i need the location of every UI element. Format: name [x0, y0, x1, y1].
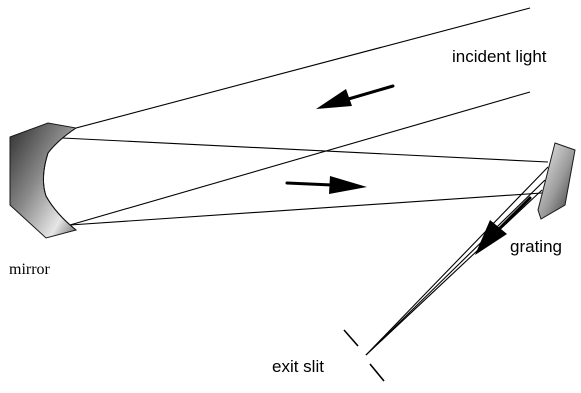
diffracted-ray-3: [365, 189, 543, 356]
mirror-label: mirror: [9, 261, 51, 278]
diffracted-direction-arrow: [475, 196, 532, 255]
grating-icon: [537, 142, 576, 220]
light-rays: [41, 7, 549, 356]
incident-light-label: incident light: [452, 47, 547, 66]
collimated-ray-lower: [69, 192, 543, 226]
mirror-reflective-surface: [42, 127, 77, 231]
incident-ray-lower: [69, 91, 531, 226]
exit-slit-jaw-lower: [369, 363, 385, 382]
diffracted-ray-1: [365, 166, 549, 356]
exit-slit-jaw-upper: [343, 329, 359, 347]
incident-ray-upper: [41, 7, 531, 138]
collimated-direction-arrow: [285, 176, 367, 194]
diffracted-ray-2: [365, 179, 546, 356]
exit-slit: [343, 329, 385, 382]
exit-slit-label: exit slit: [272, 357, 324, 376]
collimated-ray-upper: [41, 136, 549, 163]
grating-label: grating: [510, 237, 562, 256]
incident-direction-arrow: [316, 84, 395, 109]
